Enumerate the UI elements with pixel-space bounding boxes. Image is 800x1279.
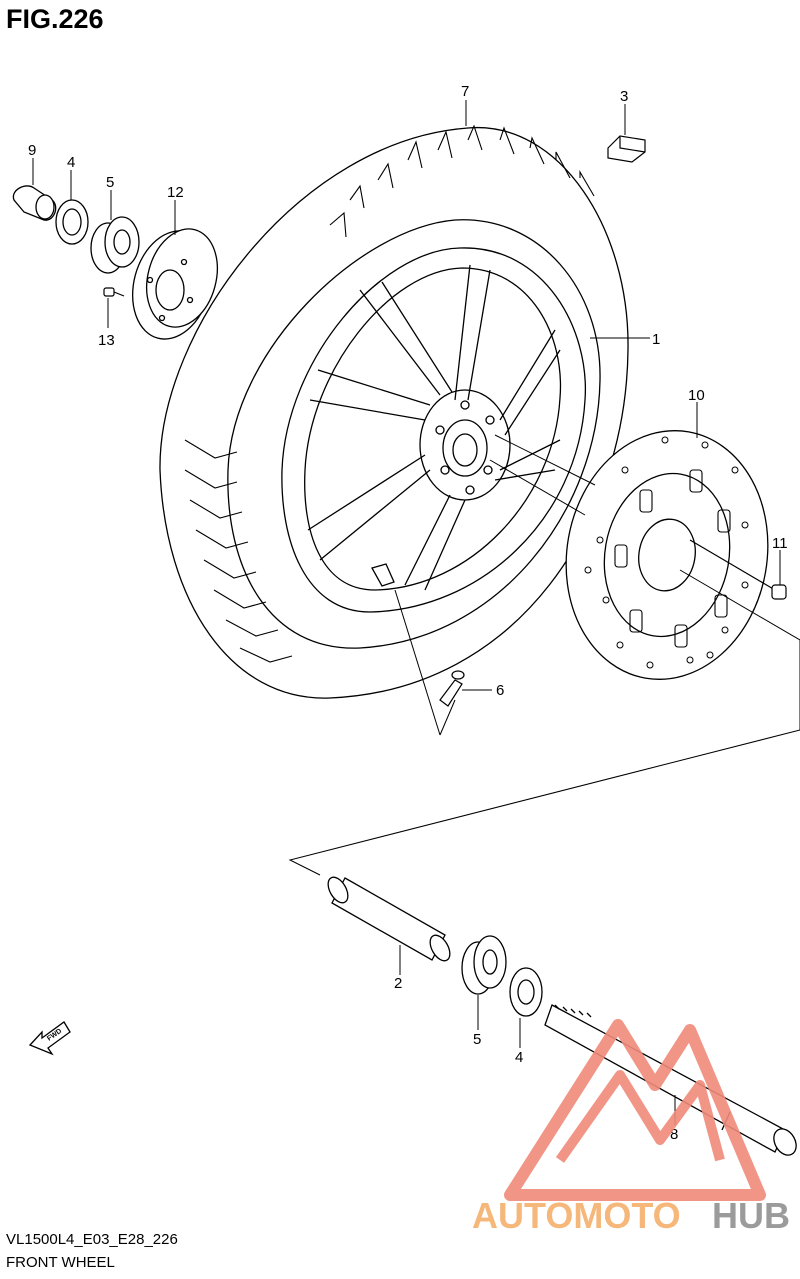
bearing-left	[90, 216, 140, 274]
callout-3: 3	[620, 88, 628, 105]
section-name: FRONT WHEEL	[6, 1254, 115, 1271]
oil-seal-lower	[509, 967, 543, 1017]
brake-disc	[565, 430, 769, 680]
callout-7: 7	[461, 83, 469, 100]
callout-13: 13	[98, 332, 115, 349]
spacer	[327, 876, 451, 962]
fwd-arrow-icon: FWD	[28, 1021, 71, 1056]
callout-12: 12	[167, 184, 184, 201]
disc-bolt	[689, 539, 787, 600]
figure-title: FIG.226	[6, 4, 104, 34]
callout-8: 8	[670, 1126, 678, 1143]
wheel-rim	[281, 247, 587, 613]
dust-cap	[12, 185, 57, 221]
cover-screw	[103, 287, 125, 297]
front-tire	[159, 124, 629, 699]
leader-lines	[32, 100, 800, 1125]
watermark-logo	[504, 1019, 766, 1201]
bearing-lower	[461, 935, 507, 995]
callout-5-upper: 5	[106, 174, 114, 191]
callout-4-upper: 4	[67, 154, 75, 171]
callout-11: 11	[772, 535, 788, 552]
callout-6: 6	[496, 682, 504, 699]
callout-9: 9	[28, 142, 36, 159]
tire-valve	[439, 670, 465, 707]
oil-seal-left	[55, 199, 89, 245]
watermark-text-hub: HUB	[712, 1195, 790, 1236]
callout-2: 2	[394, 975, 402, 992]
model-code: VL1500L4_E03_E28_226	[6, 1231, 178, 1248]
callout-5-lower: 5	[473, 1031, 481, 1048]
callout-4-lower: 4	[515, 1049, 523, 1066]
cover-plate	[131, 228, 218, 340]
balance-weight	[607, 135, 646, 163]
callout-1: 1	[652, 331, 660, 348]
callout-10: 10	[688, 387, 705, 404]
watermark-text-automoto: AUTOMOTO	[472, 1195, 681, 1236]
